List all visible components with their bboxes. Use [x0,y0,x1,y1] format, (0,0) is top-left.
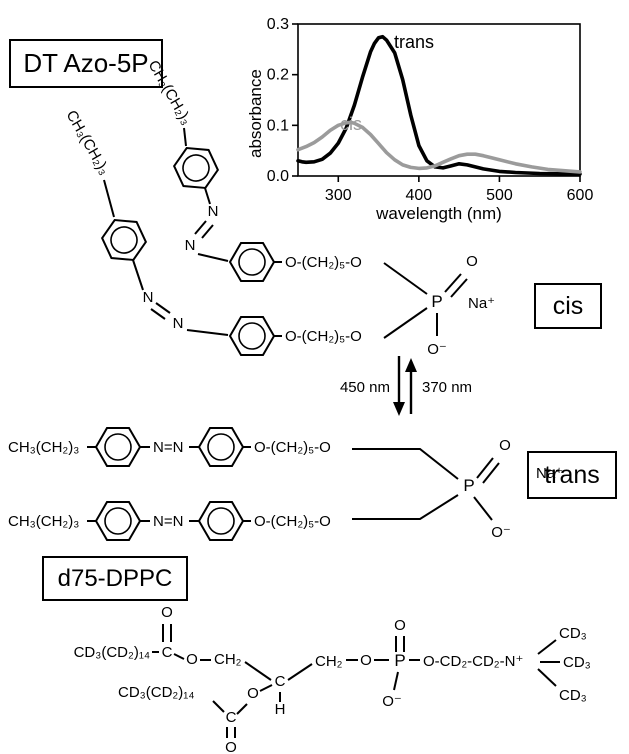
photoswitch-arrows: 450 nm 370 nm [340,356,472,416]
y-tick-label: 0.1 [267,117,289,134]
oxygen-anion: O⁻ [427,341,447,358]
double-bond-oxygen: O [466,253,478,270]
y-tick-label: 0.2 [267,67,289,84]
x-tick-label: 600 [567,187,594,204]
oxygen-anion: O⁻ [491,524,511,541]
benzene-ring [229,316,275,356]
methyl-cd3: CD₃ [563,654,591,671]
benzene-ring [95,427,141,467]
cis-alkyl-chain-1: CH₃(CH₂)₃ [145,58,195,128]
dppc-bonds [152,624,560,738]
glycerol-ch2: CH₂ [315,653,343,670]
glycerol-backbone-carbon: C [275,673,286,690]
y-tick-label: 0.3 [267,16,289,33]
ester-oxygen: O [186,651,198,668]
trans-structure: CH₃(CH₂)₃ CH₃(CH₂)₃ N=N [8,427,563,541]
carbonyl-oxygen: O [161,604,173,621]
benzene-ring [96,211,152,269]
cis-bonds [103,127,468,339]
y-tick-label: 0.0 [267,168,289,185]
azo-n-atom: N [173,315,184,332]
x-tick-label: 500 [486,187,513,204]
oxygen-anion: O⁻ [382,693,402,710]
up-arrowhead-icon [405,358,417,372]
sodium-counterion: Na⁺ [468,295,495,312]
dt-azo-5p-label: DT Azo-5P [9,39,163,88]
azo-n-atom: N [185,237,196,254]
trans-curve-label: trans [394,32,435,52]
trans-label-box: trans [527,451,617,499]
double-bond-oxygen: O [394,617,406,634]
benzene-ring [95,501,141,541]
wavelength-370nm-label: 370 nm [422,379,472,396]
azo-group: N=N [153,439,183,456]
dppc-structure: O CD₃(CD₂)₁₄ C O CH₂ C H CH₂ O P O O⁻ O-… [74,604,591,754]
trans-bonds [87,446,500,522]
cis-linker-2: O-(CH₂)₅-O [285,328,362,345]
choline-headgroup: O-CD₂-CD₂-N⁺ [423,653,523,670]
carbonyl-oxygen: O [225,739,237,754]
benzene-ring [229,242,275,282]
x-axis-label: wavelength (nm) [376,204,502,223]
x-tick-label: 300 [325,187,352,204]
benzene-ring [168,139,224,197]
trans-linker-2: O-(CH₂)₅-O [254,513,331,530]
wavelength-450nm-label: 450 nm [340,379,390,396]
x-tick-label: 400 [406,187,433,204]
cis-label-box: cis [534,283,602,329]
acyl-chain-1: CD₃(CD₂)₁₄ [74,644,150,661]
azo-group: N=N [153,513,183,530]
trans-alkyl-chain-2: CH₃(CH₂)₃ [8,513,79,530]
phosphate-oxygen: O [360,652,372,669]
ester-oxygen: O [247,685,259,702]
series-cis-curve [296,120,582,174]
series-trans-curve [296,34,582,176]
phosphorus-atom: P [394,651,405,670]
methyl-cd3: CD₃ [559,687,587,704]
carbonyl-carbon: C [162,644,173,661]
down-arrowhead-icon [393,402,405,416]
plot-frame [297,23,581,177]
phosphorus-atom: P [463,476,474,495]
cis-alkyl-chain-2: CH₃(CH₂)₃ [63,108,113,178]
azo-n-atom: N [208,203,219,220]
cis-curve-label: cis [340,114,362,134]
trans-alkyl-chain-1: CH₃(CH₂)₃ [8,439,79,456]
double-bond-oxygen: O [499,437,511,454]
sodium-counterion: Na⁺ [536,465,563,482]
d75-dppc-label: d75-DPPC [42,556,188,601]
glycerol-ch2: CH₂ [214,651,242,668]
methyl-cd3: CD₃ [559,625,587,642]
benzene-ring [198,427,244,467]
chart-plot-area: 300 400 500 600 0.0 0.1 0.2 0.3 [267,16,594,204]
azo-n-atom: N [143,289,154,306]
trans-linker-1: O-(CH₂)₅-O [254,439,331,456]
backbone-hydrogen: H [275,701,286,718]
acyl-chain-2: CD₃(CD₂)₁₄ [118,684,194,701]
cis-linker-1: O-(CH₂)₅-O [285,254,362,271]
carbonyl-carbon: C [226,709,237,726]
benzene-ring [198,501,244,541]
cis-structure: CH₃(CH₂)₃ CH₃(CH₂)₃ [63,58,496,359]
phosphorus-atom: P [431,292,442,311]
